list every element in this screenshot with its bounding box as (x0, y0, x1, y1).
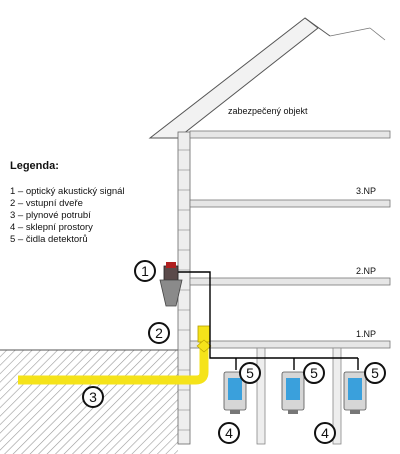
marker-5: 5 (239, 362, 261, 384)
detector-icon (343, 371, 367, 414)
floor-label: 2.NP (356, 266, 377, 276)
floor-slabs (189, 130, 391, 349)
roof (148, 17, 386, 139)
floor-label: 1.NP (356, 329, 377, 339)
wiring (176, 271, 359, 370)
legend-item: 2 – vstupní dveře (10, 198, 83, 209)
signal-device-icon (159, 262, 183, 307)
marker-4: 4 (218, 422, 240, 444)
floor-label: 3.NP (356, 186, 377, 196)
legend-title: Legenda: (10, 160, 59, 172)
marker-4: 4 (314, 422, 336, 444)
detector-icon (223, 371, 247, 414)
marker-3: 3 (82, 386, 104, 408)
marker-2: 2 (148, 322, 170, 344)
marker-5: 5 (303, 362, 325, 384)
legend-item: 1 – optický akustický signál (10, 186, 125, 197)
legend-item: 4 – sklepní prostory (10, 222, 93, 233)
basement-supports (256, 347, 342, 445)
marker-1: 1 (134, 260, 156, 282)
gas-pipe (18, 325, 212, 385)
legend-item: 3 – plynové potrubí (10, 210, 91, 221)
legend-item: 5 – čidla detektorů (10, 234, 88, 245)
marker-5: 5 (364, 362, 386, 384)
detector-icon (281, 371, 305, 414)
building-wall (177, 131, 191, 445)
building-title: zabezpečený objekt (228, 106, 308, 116)
